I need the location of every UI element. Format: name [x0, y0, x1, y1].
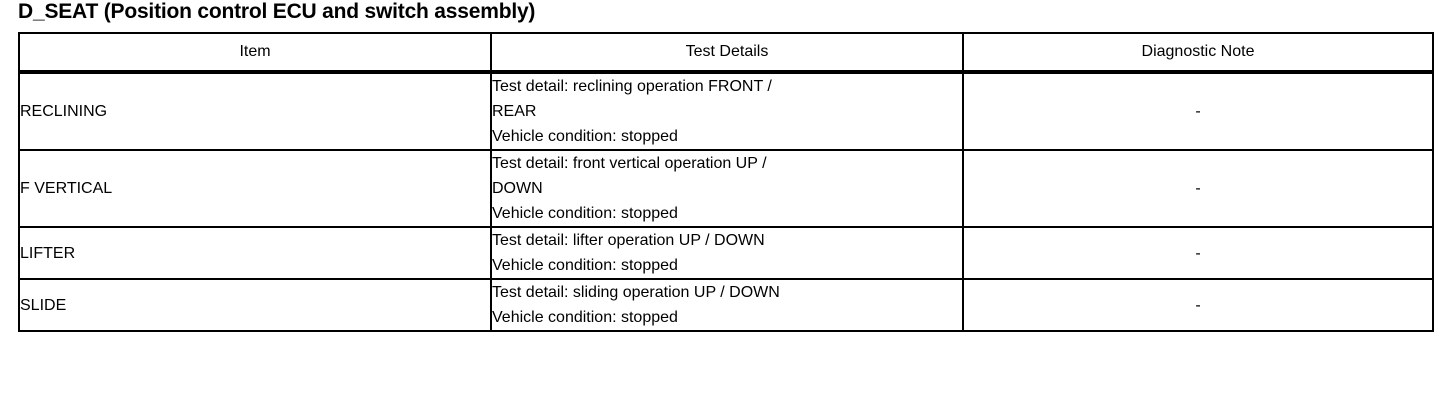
table-row: RECLINING Test detail: reclining operati…	[18, 72, 1434, 151]
header-separator-cell-note	[962, 70, 1434, 73]
column-header-diagnostic-note: Diagnostic Note	[962, 32, 1434, 72]
cell-diagnostic-note: -	[962, 149, 1434, 228]
page-title: D_SEAT (Position control ECU and switch …	[18, 0, 536, 23]
column-header-item: Item	[18, 32, 492, 72]
header-separator-cell-item	[18, 70, 492, 73]
detail-line: Vehicle condition: stopped	[492, 205, 678, 222]
table-header-row: Item Test Details Diagnostic Note	[18, 32, 1434, 72]
detail-line: DOWN	[492, 180, 543, 197]
detail-line: Test detail: lifter operation UP / DOWN	[492, 232, 765, 249]
detail-line: REAR	[492, 103, 537, 120]
cell-test-details: Test detail: lifter operation UP / DOWN …	[490, 226, 964, 280]
table-row: F VERTICAL Test detail: front vertical o…	[18, 149, 1434, 228]
table-row: SLIDE Test detail: sliding operation UP …	[18, 278, 1434, 332]
detail-line: Test detail: reclining operation FRONT /	[492, 78, 772, 95]
detail-line: Vehicle condition: stopped	[492, 257, 678, 274]
header-separator	[18, 70, 1434, 73]
cell-item: LIFTER	[18, 226, 492, 280]
cell-test-details: Test detail: sliding operation UP / DOWN…	[490, 278, 964, 332]
cell-item: SLIDE	[18, 278, 492, 332]
cell-diagnostic-note: -	[962, 226, 1434, 280]
cell-test-details: Test detail: front vertical operation UP…	[490, 149, 964, 228]
cell-test-details: Test detail: reclining operation FRONT /…	[490, 72, 964, 151]
header-separator-cell-detail	[490, 70, 964, 73]
detail-line: Test detail: sliding operation UP / DOWN	[492, 284, 780, 301]
detail-line: Vehicle condition: stopped	[492, 128, 678, 145]
column-header-test-details: Test Details	[490, 32, 964, 72]
cell-diagnostic-note: -	[962, 278, 1434, 332]
test-details-table: Item Test Details Diagnostic Note RECLIN…	[18, 32, 1434, 332]
cell-diagnostic-note: -	[962, 72, 1434, 151]
detail-line: Test detail: front vertical operation UP…	[492, 155, 767, 172]
detail-line: Vehicle condition: stopped	[492, 309, 678, 326]
cell-item: F VERTICAL	[18, 149, 492, 228]
table-header: Item Test Details Diagnostic Note	[18, 32, 1434, 73]
table-body: RECLINING Test detail: reclining operati…	[18, 72, 1434, 332]
table-row: LIFTER Test detail: lifter operation UP …	[18, 226, 1434, 280]
cell-item: RECLINING	[18, 72, 492, 151]
